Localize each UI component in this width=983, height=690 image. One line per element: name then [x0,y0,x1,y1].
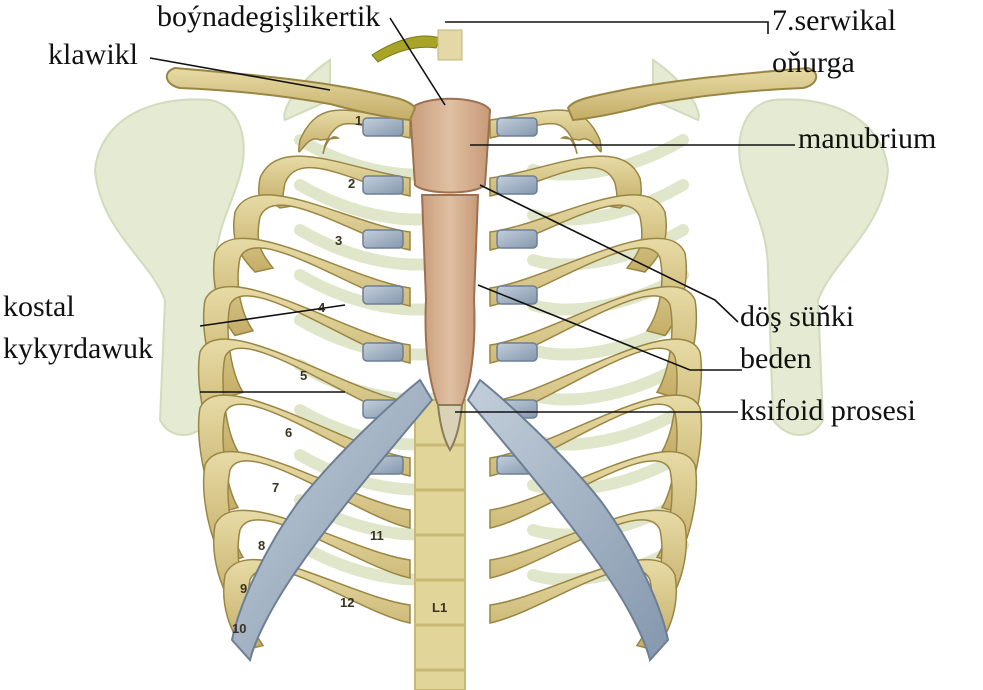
label-manubrium: manubrium [798,124,936,154]
leader-cervical [445,22,768,34]
label-suprasternal-notch: boýnadegişlikertik [157,2,380,32]
costal-cartilage-segment [497,176,537,194]
label-cervical-line2: oňurga [772,48,855,78]
label-clavicle: klawikl [48,40,138,70]
label-sternum-body-line2: beden [740,344,812,374]
label-costal-line1: kostal [3,292,75,322]
costal-cartilage-segment [497,343,537,361]
costal-cartilage-segment [497,118,537,136]
costal-cartilage-segment [363,118,403,136]
costal-cartilage-segment [363,343,403,361]
costal-cartilage-segment [363,176,403,194]
costal-cartilage-segment [497,230,537,248]
interclavicular-ligament [372,36,440,62]
rib-number-label: 11 [370,528,384,543]
rib-number-label: 12 [340,595,354,610]
costal-cartilage-segment [363,230,403,248]
rib-number-label: 3 [335,233,342,248]
costal-cartilage-segment [363,286,403,304]
rib-number-label: 8 [258,538,265,553]
sternum-body-shape [422,195,478,405]
l1-vertebra-label: L1 [432,600,447,615]
vertebral-column [415,400,465,690]
label-costal-line2: kykyrdawuk [3,334,153,364]
clavicles [167,68,816,120]
rib-number-label: 2 [348,176,355,191]
label-sternum-body-line1: döş süňki [740,302,854,332]
rib-number-label: 10 [232,621,246,636]
rib-number-label: 1 [355,113,362,128]
leader-notch [390,18,445,105]
c7-vertebra-shape [438,30,462,60]
rib-number-label: 9 [240,581,247,596]
label-xiphoid: ksifoid prosesi [740,396,916,426]
rib-number-label: 5 [300,368,307,383]
label-cervical-line1: 7.serwikal [772,6,896,36]
rib-number-label: 7 [272,480,279,495]
rib-number-label: 6 [285,425,292,440]
